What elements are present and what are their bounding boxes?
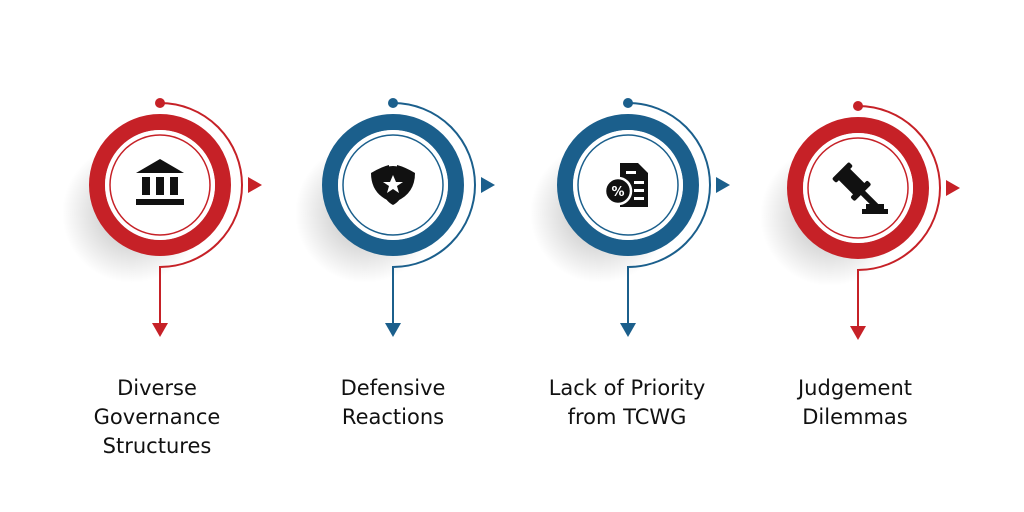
outer-ring <box>787 117 929 259</box>
arc-start-dot <box>388 98 398 108</box>
arc-start-dot <box>155 98 165 108</box>
step-1 <box>62 98 262 337</box>
svg-text:%: % <box>611 185 624 200</box>
right-arrow-icon <box>946 180 960 196</box>
thin-ring <box>577 134 679 236</box>
connector-arc <box>159 102 243 325</box>
step-2 <box>295 98 495 337</box>
outer-ring <box>557 114 699 256</box>
right-arrow-icon <box>716 177 730 193</box>
connector-arc <box>627 102 711 325</box>
arc-start-dot <box>623 98 633 108</box>
arc-start-dot <box>853 101 863 111</box>
down-arrow-icon <box>385 323 401 337</box>
down-arrow-icon <box>152 323 168 337</box>
shield-star-icon <box>371 165 415 205</box>
step-label-4: Judgement Dilemmas <box>797 376 912 429</box>
right-arrow-icon <box>481 177 495 193</box>
right-arrow-icon <box>248 177 262 193</box>
connector-arc <box>392 102 476 325</box>
step-label-3: Lack of Priority from TCWG <box>548 376 706 429</box>
outer-ring <box>322 114 464 256</box>
tax-document-icon: % <box>603 163 648 207</box>
thin-ring <box>807 137 909 239</box>
down-arrow-icon <box>620 323 636 337</box>
outer-ring <box>89 114 231 256</box>
step-4 <box>760 101 960 340</box>
thin-ring <box>109 134 211 236</box>
gavel-icon <box>832 162 888 215</box>
connector-arc <box>857 105 941 328</box>
thin-ring <box>342 134 444 236</box>
bank-icon <box>136 159 184 205</box>
down-arrow-icon <box>850 326 866 340</box>
step-label-1: Diverse Governance Structures <box>93 376 221 458</box>
step-3: % <box>530 98 730 337</box>
step-label-2: Defensive Reactions <box>340 376 446 429</box>
